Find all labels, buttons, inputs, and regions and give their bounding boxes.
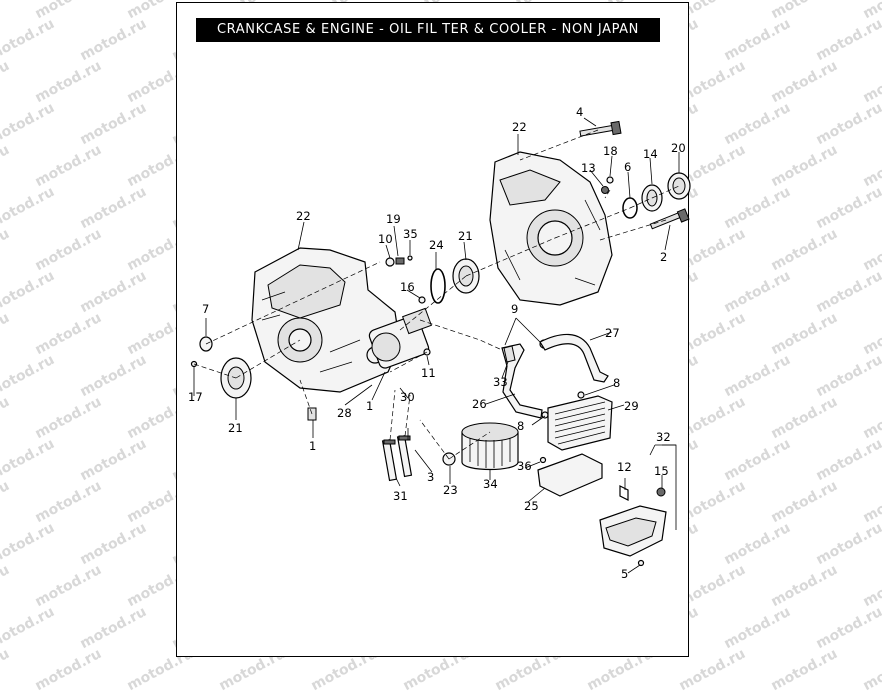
nut-15: [656, 487, 666, 497]
callout-9: 9: [511, 302, 518, 316]
screw-36: [539, 456, 547, 464]
clip-12: [619, 485, 629, 501]
callout-3: 3: [427, 470, 434, 484]
tubes-30-31: [381, 435, 413, 482]
callout-32: 32: [656, 430, 671, 444]
bracket-25: [537, 453, 603, 497]
callout-11: 11: [421, 366, 436, 380]
callout-14: 14: [643, 147, 658, 161]
callout-4: 4: [576, 105, 583, 119]
callout-18: 18: [603, 144, 618, 158]
callout-7: 7: [202, 302, 209, 316]
filter-adapter: [368, 307, 432, 369]
callout-6: 6: [624, 160, 631, 174]
callout-2: 2: [660, 250, 667, 264]
oil-filter: [461, 422, 519, 471]
callout-36: 36: [517, 459, 532, 473]
callout-28: 28: [337, 406, 352, 420]
fitting-18: [606, 176, 614, 184]
cover-32: [599, 505, 667, 557]
callout-10: 10: [378, 232, 393, 246]
plug-13: [601, 186, 609, 194]
callout-33: 33: [493, 375, 508, 389]
callout-24: 24: [429, 238, 444, 252]
callout-35: 35: [403, 227, 418, 241]
hose-27: [539, 333, 609, 383]
callout-27: 27: [605, 326, 620, 340]
bearing-20: [667, 172, 691, 200]
callout-17: 17: [188, 390, 203, 404]
pin-35: [407, 255, 413, 261]
callout-29: 29: [624, 399, 639, 413]
callout-25: 25: [524, 499, 539, 513]
bolt-4: [579, 120, 622, 137]
left-crankcase-half: [251, 247, 401, 393]
callout-13: 13: [581, 161, 596, 175]
oil-cooler: [547, 395, 613, 451]
callout-12: 12: [617, 460, 632, 474]
callout-23: 23: [443, 483, 458, 497]
callout-22-left: 22: [296, 209, 311, 223]
callout-31: 31: [393, 489, 408, 503]
callout-8-upper: 8: [613, 376, 620, 390]
clamp-8a: [577, 391, 585, 399]
fitting-16: [418, 296, 426, 304]
callout-34: 34: [483, 477, 498, 491]
callout-22-right: 22: [512, 120, 527, 134]
callout-15: 15: [654, 464, 669, 478]
exploded-parts-diagram: 22 22 7 17 21 21 1 1 28 30 31 3 11 16 10…: [188, 105, 691, 581]
callout-19: 19: [386, 212, 401, 226]
fitting-33: [503, 345, 516, 363]
bolt-2: [649, 208, 690, 230]
callout-1-dowel: 1: [309, 439, 316, 453]
fitting-10: [385, 257, 395, 267]
hose-26: [501, 343, 543, 419]
retaining-ring-24: [430, 268, 446, 304]
callout-21-left: 21: [228, 421, 243, 435]
callout-16: 16: [400, 280, 415, 294]
callout-30: 30: [400, 390, 415, 404]
diagram-title: CRANKCASE & ENGINE - OIL FIL TER & COOLE…: [196, 18, 660, 42]
callout-1-adapter: 1: [366, 399, 373, 413]
callout-26: 26: [472, 397, 487, 411]
callout-20: 20: [671, 141, 686, 155]
callout-21-right: 21: [458, 229, 473, 243]
callout-5: 5: [621, 567, 628, 581]
screw-5: [637, 559, 645, 567]
callout-8-lower: 8: [517, 419, 524, 433]
fitting-19: [395, 257, 405, 265]
right-crankcase-half: [489, 151, 613, 306]
